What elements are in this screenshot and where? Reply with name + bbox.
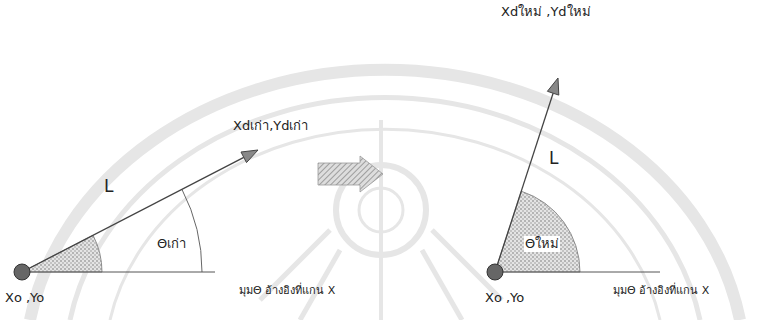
x-axis-line bbox=[22, 272, 215, 273]
endpoint-label: Xdใหม่ ,Ydใหม่ bbox=[500, 4, 592, 20]
origin-label: Xo ,Yo bbox=[484, 290, 525, 306]
angle-label: Θเก่า bbox=[156, 236, 187, 252]
watermark bbox=[30, 70, 740, 320]
origin-dot bbox=[14, 264, 30, 280]
angle-label: Θใหม่ bbox=[524, 236, 560, 252]
endpoint-label: Xdเก่า,Ydเก่า bbox=[232, 118, 309, 134]
origin-dot bbox=[487, 264, 503, 280]
length-label: L bbox=[548, 148, 559, 168]
vector-line bbox=[22, 157, 244, 272]
angle-arc bbox=[182, 190, 202, 273]
arrow-head bbox=[547, 78, 558, 95]
length-label: L bbox=[103, 176, 114, 196]
axis-note: มุมΘ อ้างอิงที่แกน X bbox=[238, 284, 336, 297]
arrow-head bbox=[241, 150, 258, 163]
origin-label: Xo ,Yo bbox=[4, 290, 45, 306]
x-axis-line bbox=[495, 272, 660, 273]
axis-note: มุมΘ อ้างอิงที่แกน X bbox=[612, 284, 710, 297]
transition-arrow bbox=[318, 156, 383, 192]
